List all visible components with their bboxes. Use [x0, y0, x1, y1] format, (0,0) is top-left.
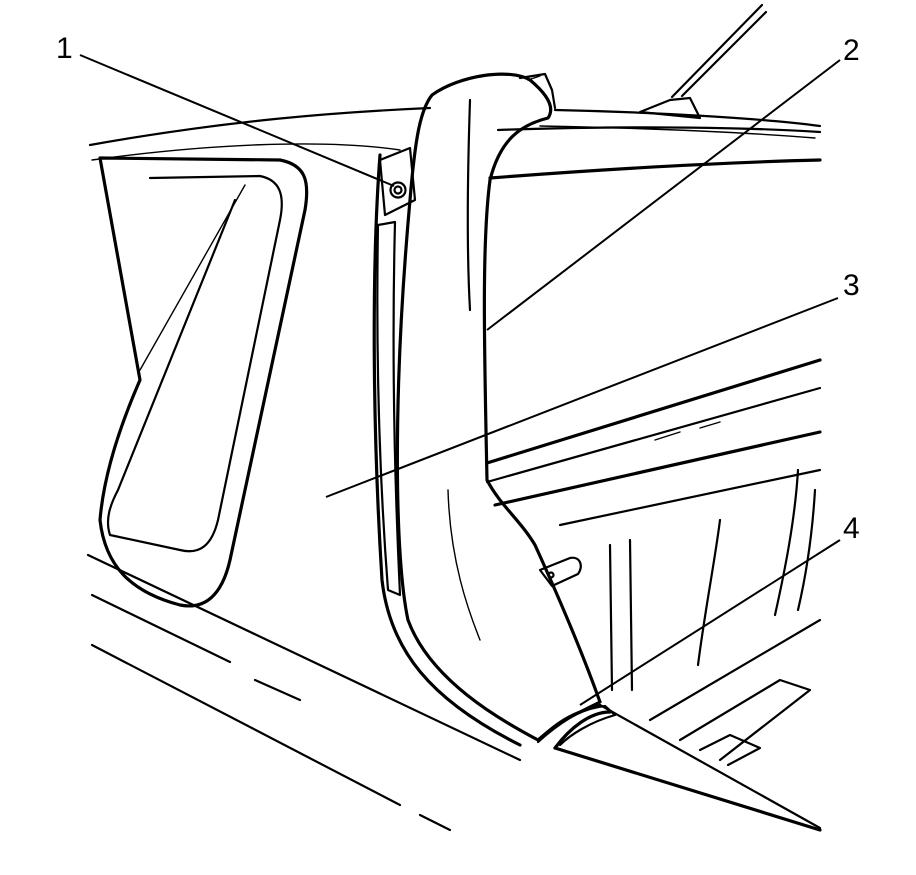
callout-1: 1 — [56, 32, 73, 65]
callout-4: 4 — [843, 512, 860, 545]
callout-3: 3 — [843, 269, 860, 302]
callout-labels: 1 2 3 4 — [56, 32, 860, 545]
leader-3 — [325, 297, 839, 498]
cargo-bed — [485, 358, 822, 832]
rear-window — [488, 126, 822, 180]
callout-2: 2 — [843, 34, 860, 67]
leader-lines — [79, 54, 841, 706]
leader-2 — [486, 59, 841, 331]
pillar-trim-panel — [376, 72, 617, 750]
leader-1 — [79, 54, 395, 187]
side-window — [98, 156, 309, 608]
cab-roof — [88, 106, 822, 161]
bolt-fastener — [378, 146, 417, 217]
body-side-panel — [86, 153, 522, 832]
antenna — [638, 3, 768, 120]
leader-4 — [579, 539, 841, 706]
